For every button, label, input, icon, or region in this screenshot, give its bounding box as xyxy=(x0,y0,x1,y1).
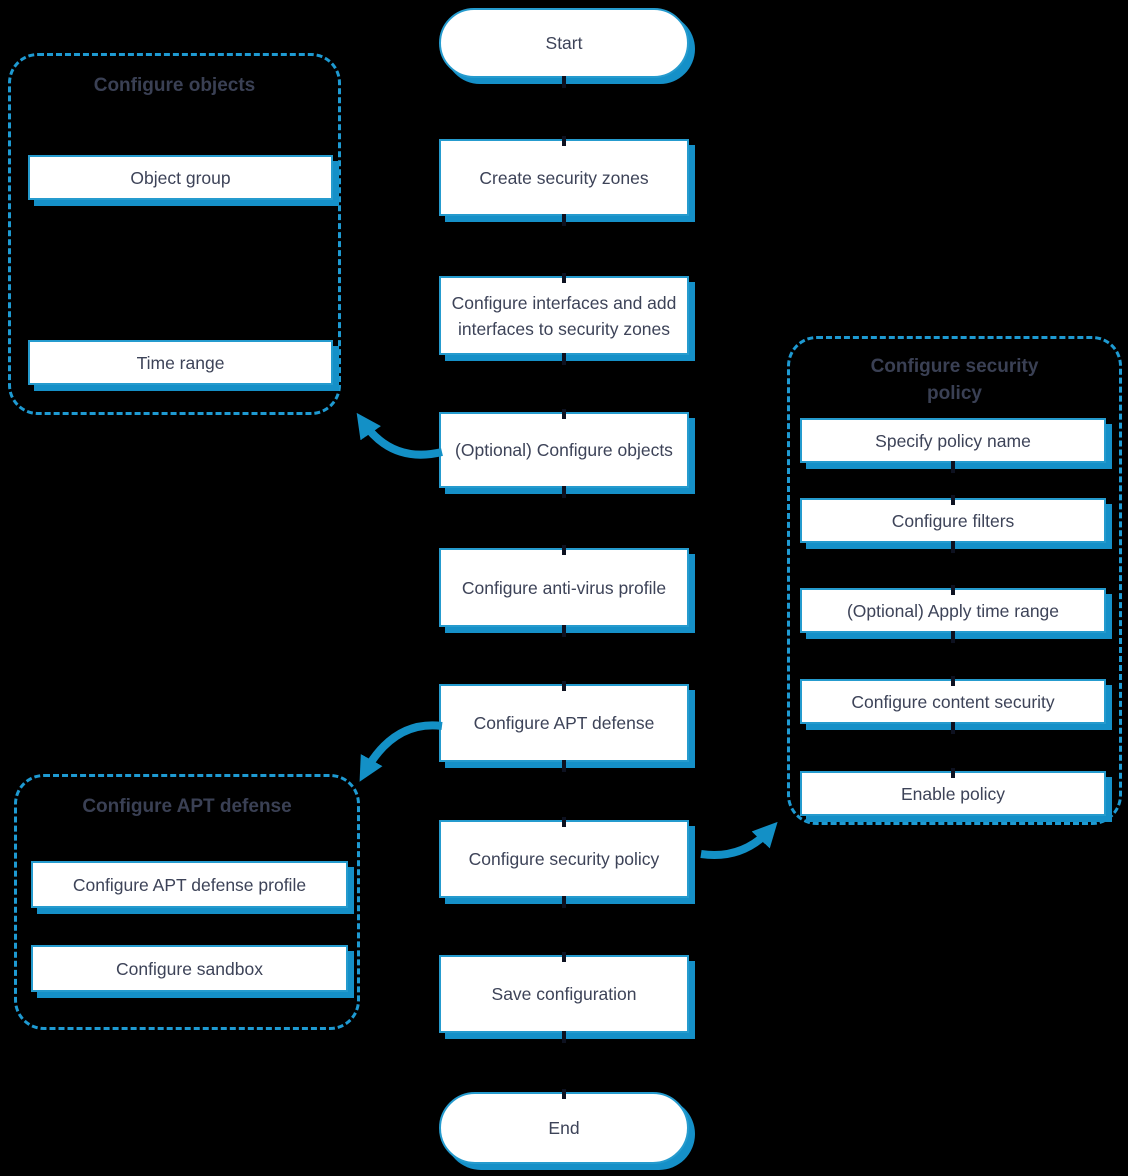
node-time-range-label: Time range xyxy=(136,352,225,373)
arrow-to-configure-apt-defense-group-icon xyxy=(359,721,443,782)
connector-tick xyxy=(562,896,566,908)
flow-node-configure-security-policy: Configure security policy xyxy=(439,817,689,908)
group-configure-objects-title: Configure objects xyxy=(93,75,256,96)
connector-tick xyxy=(562,76,566,88)
flow-node-save-configuration: Save configuration xyxy=(439,952,689,1043)
flow-node-optional-configure-objects: (Optional) Configure objects xyxy=(439,409,689,498)
node-object-group-label: Object group xyxy=(130,167,231,188)
node-configure-filters: Configure filters xyxy=(800,495,1106,553)
group-configure-apt-defense-title: Configure APT defense xyxy=(82,796,292,817)
connector-tick xyxy=(562,136,566,146)
flow-node-configure-security-policy-label: Configure security policy xyxy=(468,849,660,869)
node-apply-time-range: (Optional) Apply time range xyxy=(800,585,1106,643)
group-configure-security-policy: Configure security policy Specify policy… xyxy=(787,336,1122,825)
arrow-to-configure-security-policy-group-icon xyxy=(700,821,778,859)
group-configure-security-policy-title: Configure security policy xyxy=(870,356,1039,404)
flow-node-end-label: End xyxy=(548,1118,580,1138)
node-configure-sandbox: Configure sandbox xyxy=(31,945,348,992)
connector-tick xyxy=(951,495,955,505)
flow-node-configure-anti-virus-profile-label: Configure anti-virus profile xyxy=(461,577,667,598)
connector-tick xyxy=(562,1089,566,1099)
connector-tick xyxy=(562,760,566,772)
connector-tick xyxy=(562,353,566,365)
connector-tick xyxy=(562,1031,566,1043)
node-object-group: Object group xyxy=(28,155,333,200)
group-configure-objects: Configure objects Object group Time rang… xyxy=(8,53,341,415)
flow-node-start-label: Start xyxy=(545,33,583,53)
connector-tick xyxy=(562,409,566,419)
node-configure-filters-label: Configure filters xyxy=(891,510,1015,531)
node-configure-apt-defense-profile-label: Configure APT defense profile xyxy=(72,874,307,895)
flow-node-configure-interfaces-label: Configure interfaces and add interfaces … xyxy=(451,292,677,339)
flow-node-configure-apt-defense-label: Configure APT defense xyxy=(473,713,655,733)
connector-tick xyxy=(562,681,566,691)
connector-tick xyxy=(951,631,955,643)
flow-node-create-security-zones-label: Create security zones xyxy=(479,167,649,188)
node-enable-policy-label: Enable policy xyxy=(900,783,1006,804)
flow-node-end: End xyxy=(439,1089,689,1164)
node-time-range: Time range xyxy=(28,340,333,385)
node-configure-content-security-label: Configure content security xyxy=(851,691,1055,712)
flow-node-configure-apt-defense: Configure APT defense xyxy=(439,681,689,772)
node-configure-sandbox-label: Configure sandbox xyxy=(116,958,263,979)
connector-tick xyxy=(562,817,566,827)
connector-tick xyxy=(562,625,566,637)
connector-tick xyxy=(951,676,955,686)
node-specify-policy-name: Specify policy name xyxy=(800,418,1106,473)
flow-node-optional-configure-objects-label: (Optional) Configure objects xyxy=(455,440,673,460)
connector-tick xyxy=(951,722,955,734)
node-enable-policy: Enable policy xyxy=(800,768,1106,816)
node-configure-apt-defense-profile: Configure APT defense profile xyxy=(31,861,348,908)
connector-tick xyxy=(562,486,566,498)
node-specify-policy-name-label: Specify policy name xyxy=(875,430,1031,451)
connector-tick xyxy=(951,541,955,553)
flow-node-configure-interfaces: Configure interfaces and add interfaces … xyxy=(439,273,689,365)
connector-tick xyxy=(562,952,566,962)
connector-tick xyxy=(951,461,955,473)
group-configure-apt-defense: Configure APT defense Configure APT defe… xyxy=(14,774,360,1030)
flow-node-start: Start xyxy=(439,8,689,88)
flow-node-save-configuration-label: Save configuration xyxy=(491,984,637,1004)
node-apply-time-range-label: (Optional) Apply time range xyxy=(846,600,1060,621)
arrow-to-configure-objects-group-icon xyxy=(356,412,443,459)
connector-tick xyxy=(951,768,955,778)
connector-tick xyxy=(562,545,566,555)
node-configure-content-security: Configure content security xyxy=(800,676,1106,734)
connector-tick xyxy=(951,585,955,595)
connector-tick xyxy=(562,273,566,283)
flow-node-configure-anti-virus-profile: Configure anti-virus profile xyxy=(439,545,689,637)
connector-tick xyxy=(562,214,566,226)
flow-node-create-security-zones: Create security zones xyxy=(439,136,689,226)
